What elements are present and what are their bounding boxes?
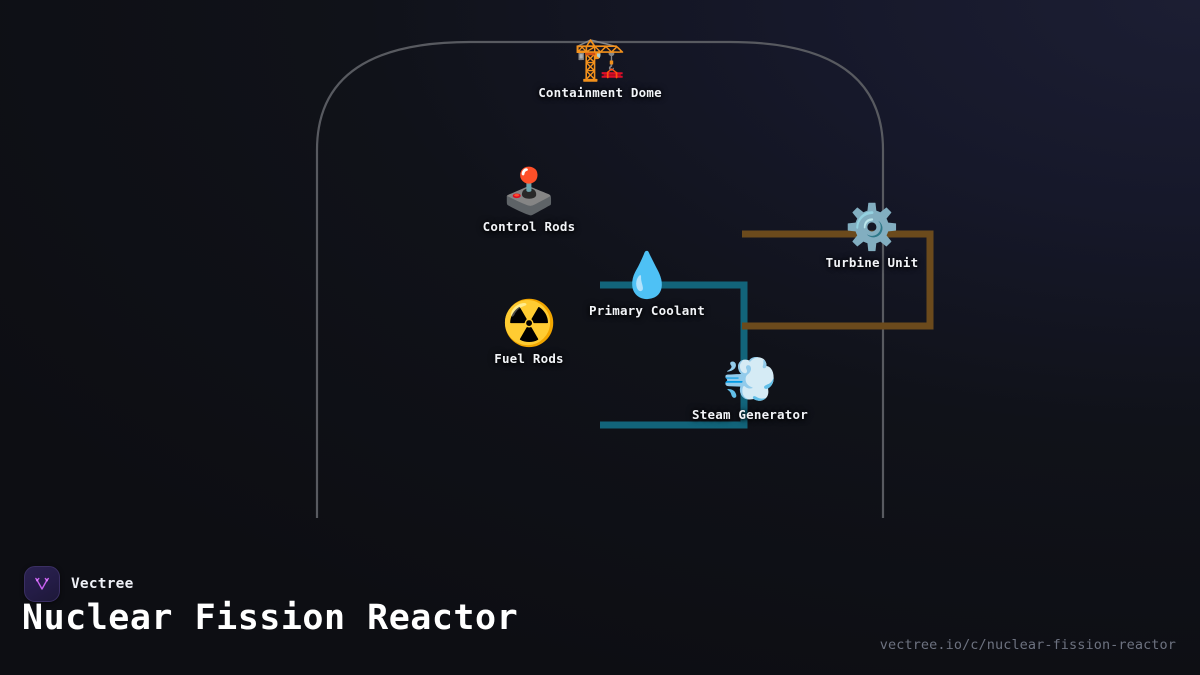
node-containment-dome[interactable]: 🏗️ Containment Dome bbox=[520, 38, 680, 101]
node-label: Containment Dome bbox=[538, 85, 662, 100]
page-title: Nuclear Fission Reactor bbox=[22, 598, 519, 638]
node-label: Turbine Unit bbox=[825, 255, 919, 270]
node-label: Fuel Rods bbox=[494, 351, 564, 366]
droplet-icon: 💧 bbox=[619, 250, 675, 301]
gear-icon: ⚙️ bbox=[844, 202, 900, 253]
vectree-logo-icon bbox=[24, 566, 60, 602]
turbine-loop-connector bbox=[742, 230, 934, 330]
connector-layer bbox=[315, 40, 934, 518]
node-label: Primary Coolant bbox=[589, 303, 705, 318]
diagram-canvas[interactable]: 🏗️ Containment Dome 🕹️ Control Rods 💧 Pr… bbox=[0, 0, 1200, 545]
joystick-icon: 🕹️ bbox=[501, 166, 557, 217]
node-turbine-unit[interactable]: ⚙️ Turbine Unit bbox=[792, 206, 952, 271]
node-primary-coolant[interactable]: 💧 Primary Coolant bbox=[567, 254, 727, 319]
node-label: Steam Generator bbox=[692, 407, 808, 422]
radioactive-icon: ☢️ bbox=[501, 298, 557, 349]
node-label: Control Rods bbox=[482, 219, 576, 234]
footer-bar: Vectree Nuclear Fission Reactor vectree.… bbox=[0, 545, 1200, 675]
node-steam-generator[interactable]: 💨 Steam Generator bbox=[670, 358, 830, 423]
containment-arch-connector bbox=[315, 40, 885, 518]
brand-name: Vectree bbox=[71, 576, 134, 592]
dashing-away-icon: 💨 bbox=[722, 354, 778, 405]
node-fuel-rods[interactable]: ☢️ Fuel Rods bbox=[449, 302, 609, 367]
construction-crane-icon: 🏗️ bbox=[573, 34, 627, 83]
coolant-loop-connector bbox=[600, 281, 748, 429]
node-control-rods[interactable]: 🕹️ Control Rods bbox=[449, 170, 609, 235]
footer-url: vectree.io/c/nuclear-fission-reactor bbox=[879, 637, 1176, 653]
brand[interactable]: Vectree bbox=[24, 566, 134, 602]
